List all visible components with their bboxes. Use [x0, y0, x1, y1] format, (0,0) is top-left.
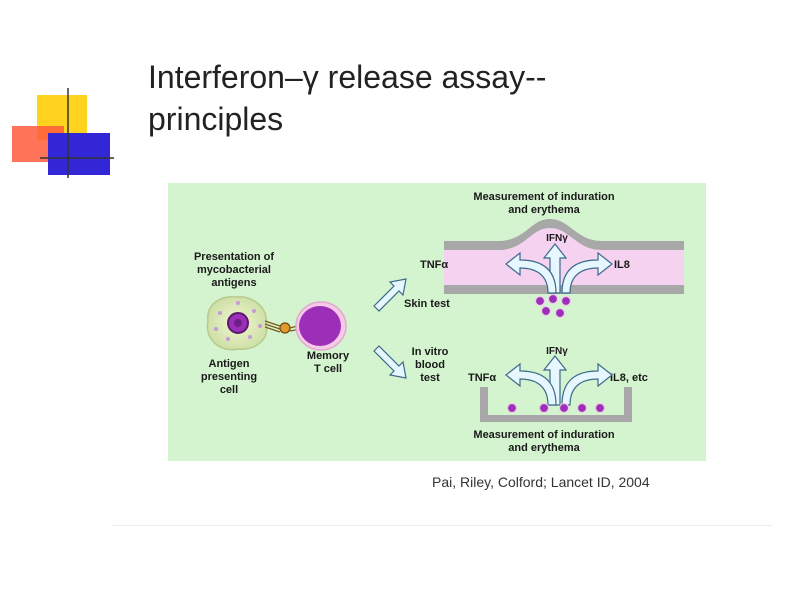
purple-cell: [506, 402, 518, 414]
well-walls: [480, 387, 632, 422]
apc-antigen-dot: [226, 337, 230, 341]
logo-blue-square: [48, 133, 110, 175]
apc-antigen-dot: [248, 335, 252, 339]
bottom-measure-label-line-2: and erythema: [508, 442, 580, 454]
slide-title: Interferon–γ release assay-- principles: [148, 56, 708, 140]
slide-title-line-2: principles: [148, 101, 284, 137]
bottom-right-arrow: [561, 362, 613, 406]
apc-antigen-dot: [258, 324, 262, 328]
purple-cell: [540, 305, 552, 317]
culture-well: [480, 387, 632, 422]
top-right-arrow: [561, 251, 613, 294]
purple-cell: [594, 402, 606, 414]
top-tnf-label: TNFα: [420, 259, 448, 271]
purple-cell: [554, 307, 566, 319]
footer-divider: [112, 525, 772, 526]
apc-label-line-2: presenting: [201, 371, 257, 383]
bottom-tnf-label: TNFα: [468, 372, 496, 384]
top-left-arrow: [505, 251, 557, 294]
purple-cell: [547, 293, 559, 305]
apc-nucleus-core: [234, 319, 242, 327]
skin-test-label: Skin test: [404, 298, 450, 310]
in-vitro-label-line-2: blood: [415, 359, 445, 371]
antigen-complex: [279, 322, 291, 334]
purple-cell: [534, 295, 546, 307]
apc-antigen-dot: [252, 309, 256, 313]
skin-test-arrow: [373, 278, 407, 312]
bottom-up-arrow: [542, 355, 568, 406]
slide-title-line-1: Interferon–γ release assay--: [148, 59, 547, 95]
receptor-line: [264, 326, 281, 333]
purple-cell: [538, 402, 550, 414]
top-cytokine-arrows: [505, 243, 613, 294]
t-cell-nucleus: [299, 306, 341, 346]
top-cell-cluster: [534, 293, 572, 319]
igra-diagram: Presentation of mycobacterial antigens: [168, 183, 706, 461]
purple-cell: [558, 402, 570, 414]
top-il8-label: IL8: [614, 259, 630, 271]
skin-upper-layer: [444, 219, 684, 250]
receptor-line: [264, 320, 281, 327]
purple-cell: [560, 295, 572, 307]
blood-test-arrow: [373, 345, 407, 379]
bottom-left-arrow: [505, 362, 557, 406]
bottom-measure-label-line-1: Measurement of induration: [473, 429, 614, 441]
apc-antigen-dot: [236, 301, 240, 305]
memory-label-line-2: T cell: [314, 363, 342, 375]
bottom-cytokine-arrows: [505, 355, 613, 406]
antigen-presenting-cell: [206, 296, 268, 351]
apc-antigen-dot: [218, 311, 222, 315]
in-vitro-label-line-3: test: [420, 372, 440, 384]
presentation-label-line-3: antigens: [211, 277, 256, 289]
apc-label-line-3: cell: [220, 384, 238, 396]
memory-label-line-1: Memory: [307, 350, 350, 362]
purple-cell: [576, 402, 588, 414]
slide-logo: [0, 0, 120, 190]
bottom-il8-label: IL8, etc: [610, 372, 648, 384]
in-vitro-label-line-1: In vitro: [412, 346, 449, 358]
top-measure-label-line-1: Measurement of induration: [473, 191, 614, 203]
presentation-label-line-1: Presentation of: [194, 251, 274, 263]
apc-antigen-dot: [214, 327, 218, 331]
citation: Pai, Riley, Colford; Lancet ID, 2004: [432, 474, 650, 490]
top-up-arrow: [542, 243, 568, 294]
receptor-line: [264, 323, 281, 330]
memory-t-cell: [295, 301, 347, 351]
presentation-label-line-2: mycobacterial: [197, 264, 271, 276]
apc-label-line-1: Antigen: [209, 358, 250, 370]
bottom-ifn-label: IFNγ: [546, 346, 568, 357]
top-measure-label-line-2: and erythema: [508, 204, 580, 216]
top-ifn-label: IFNγ: [546, 233, 568, 244]
